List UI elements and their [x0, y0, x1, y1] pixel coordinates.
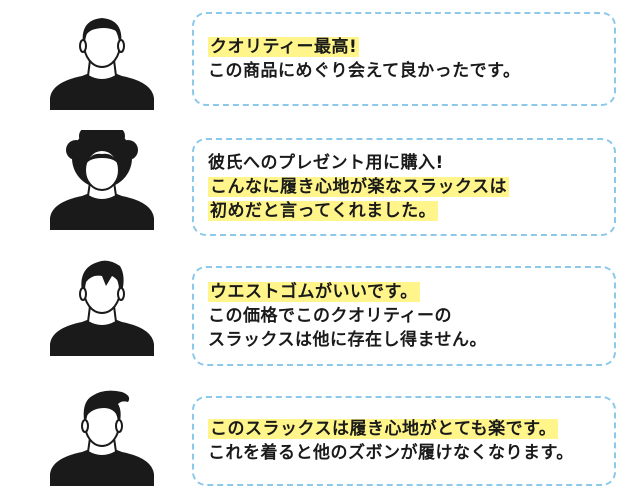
- afro-hair-man-icon: [42, 130, 162, 230]
- review-line: スラックスは他に存在し得ません。: [208, 330, 487, 350]
- review-line: このスラックスは履き心地がとても楽です。: [208, 419, 559, 439]
- review-bubble-2: 彼氏へのプレゼント用に購入! こんなに履き心地が楽なスラックスは 初めだと言って…: [192, 138, 616, 236]
- review-line: この価格でこのクオリティーの: [208, 306, 452, 326]
- review-line: クオリティー最高!: [208, 37, 360, 57]
- spiky-hair-man-icon: [42, 256, 162, 356]
- pompadour-man-icon: [42, 386, 162, 486]
- review-line: 初めだと言ってくれました。: [208, 201, 439, 221]
- review-bubble-3: ウエストゴムがいいです。 この価格でこのクオリティーの スラックスは他に存在し得…: [192, 266, 616, 366]
- review-text-3: ウエストゴムがいいです。 この価格でこのクオリティーの スラックスは他に存在し得…: [208, 280, 487, 352]
- review-line: この商品にめぐり会えて良かったです。: [208, 61, 521, 81]
- short-hair-man-icon: [42, 10, 162, 110]
- review-line: ウエストゴムがいいです。: [208, 282, 420, 302]
- review-text-1: クオリティー最高! この商品にめぐり会えて良かったです。: [208, 35, 520, 83]
- review-line: これを着ると他のズボンが履けなくなります。: [208, 443, 574, 463]
- review-bubble-1: クオリティー最高! この商品にめぐり会えて良かったです。: [192, 12, 616, 106]
- review-line: こんなに履き心地が楽なスラックスは: [208, 177, 509, 197]
- review-text-4: このスラックスは履き心地がとても楽です。 これを着ると他のズボンが履けなくなりま…: [208, 417, 574, 465]
- review-text-2: 彼氏へのプレゼント用に購入! こんなに履き心地が楽なスラックスは 初めだと言って…: [208, 151, 509, 223]
- review-line: 彼氏へのプレゼント用に購入!: [208, 153, 444, 173]
- review-bubble-4: このスラックスは履き心地がとても楽です。 これを着ると他のズボンが履けなくなりま…: [192, 396, 616, 486]
